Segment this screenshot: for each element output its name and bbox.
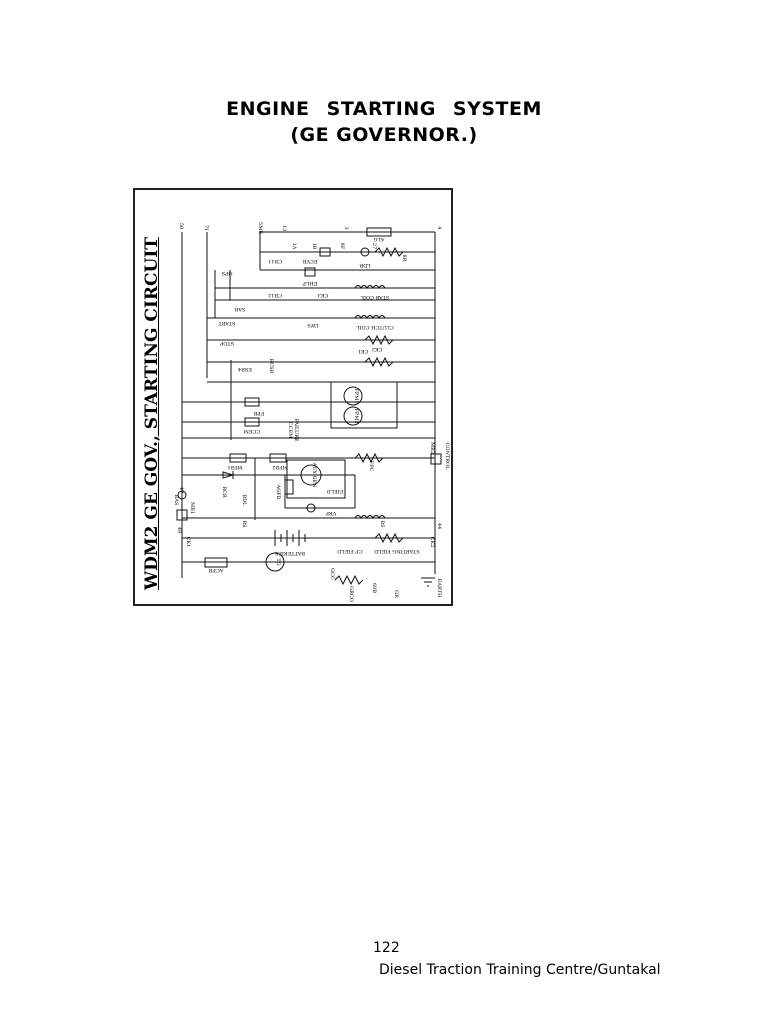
label-cr11: CR11 <box>268 258 282 264</box>
circuit-diagram: 50 71 5ME 13 1A 1B 3 4 8F 27 8R ALG CR11… <box>133 188 453 606</box>
label-fpc: FPC <box>368 461 374 472</box>
label-ccem: CCEM <box>287 422 293 438</box>
label-field: FIELD <box>327 488 343 494</box>
page-number: 122 <box>373 940 400 956</box>
label-lws: LWS <box>307 322 319 328</box>
label-starting-field: STARTING FIELD <box>374 548 419 554</box>
label-gcc: GCC <box>329 568 335 580</box>
label-mfb2: MFB2 <box>272 464 287 470</box>
label-start: START <box>218 320 236 326</box>
label-sar: SAR <box>234 306 245 312</box>
label-esr4: ESR4 <box>238 366 252 372</box>
label-earth: EARTH <box>436 579 442 598</box>
label-ccem-label: CCEM <box>244 428 260 434</box>
label-acfr: ACFR <box>208 567 224 573</box>
label-ops: OPS <box>221 270 232 276</box>
label-control: CONTROL <box>444 443 450 470</box>
label-w50: 50 <box>178 223 184 229</box>
label-vrp: VRP <box>325 510 337 516</box>
label-w71: 71 <box>203 225 209 231</box>
label-w47: 47 <box>178 487 184 493</box>
label-w1a: 1A <box>291 243 297 250</box>
label-agfb: AGFB <box>275 484 281 500</box>
footer-text: Diesel Traction Training Centre/Guntakal <box>379 962 661 978</box>
label-w5me: 5ME <box>257 222 263 234</box>
label-w8f: 8F <box>339 243 345 250</box>
label-w27: 27 <box>371 243 377 249</box>
label-ldr: LDR <box>359 262 370 268</box>
label-w44: 44 <box>436 523 442 529</box>
label-w49: 49 <box>176 527 182 533</box>
label-stop: STOP <box>219 340 234 346</box>
label-batteries: BATTERIES <box>274 550 305 556</box>
label-grco: GRCO <box>348 586 354 602</box>
label-cp-field: CP FIELD <box>337 548 362 554</box>
document-title-line2: (GE GOVERNOR.) <box>290 124 478 146</box>
label-w1b: 1B <box>311 243 317 250</box>
label-w8r: 8R <box>401 255 407 262</box>
label-fpm1: FPM1 <box>353 388 359 403</box>
label-bs2: BS <box>379 520 385 528</box>
label-rcr: RCR <box>221 486 227 498</box>
label-ehlp: EHLP <box>302 280 317 286</box>
label-gr: GR <box>393 590 399 598</box>
label-mfb1: MFB1 <box>227 464 242 470</box>
label-w3: 3 <box>343 226 349 229</box>
label-mb2: MB2 <box>429 442 435 454</box>
label-bas: BAS <box>173 495 179 506</box>
label-bs1: BS <box>241 520 247 528</box>
label-ecvr: ECVR <box>302 258 317 264</box>
label-fpm2: FPM2 <box>353 408 359 423</box>
label-ck1: CK1 <box>358 348 369 354</box>
label-bdl: BDL <box>241 494 247 506</box>
label-ck3: CK3 <box>318 292 329 298</box>
label-w13: 13 <box>281 225 287 231</box>
label-ck1-bottom: CK1 <box>185 537 191 548</box>
label-w4: 4 <box>436 226 442 229</box>
label-mb1: MB1 <box>189 502 195 514</box>
label-tg: TG <box>275 558 281 565</box>
label-ck2-bottom: CK2 <box>429 537 435 548</box>
label-alg: ALG <box>374 236 386 242</box>
document-title-line1: ENGINE STARTING SYSTEM <box>226 98 542 120</box>
label-w60b: 60B <box>371 583 377 593</box>
label-fpb: FPB <box>253 410 264 416</box>
label-ecsr: ECSR <box>268 359 274 374</box>
label-aux-gen: AUX GEN <box>311 462 317 489</box>
circuit-heading: WDM2 GE GOV., STARTING CIRCUIT <box>142 237 162 590</box>
label-clutchcoil: CLUTCH COIL <box>356 324 394 330</box>
label-cr12: CR12 <box>268 292 282 298</box>
label-stabcoil: STAB COIL <box>360 294 389 300</box>
label-ck2: CK2 <box>372 346 383 352</box>
label-failure: FAILURE <box>293 418 299 442</box>
